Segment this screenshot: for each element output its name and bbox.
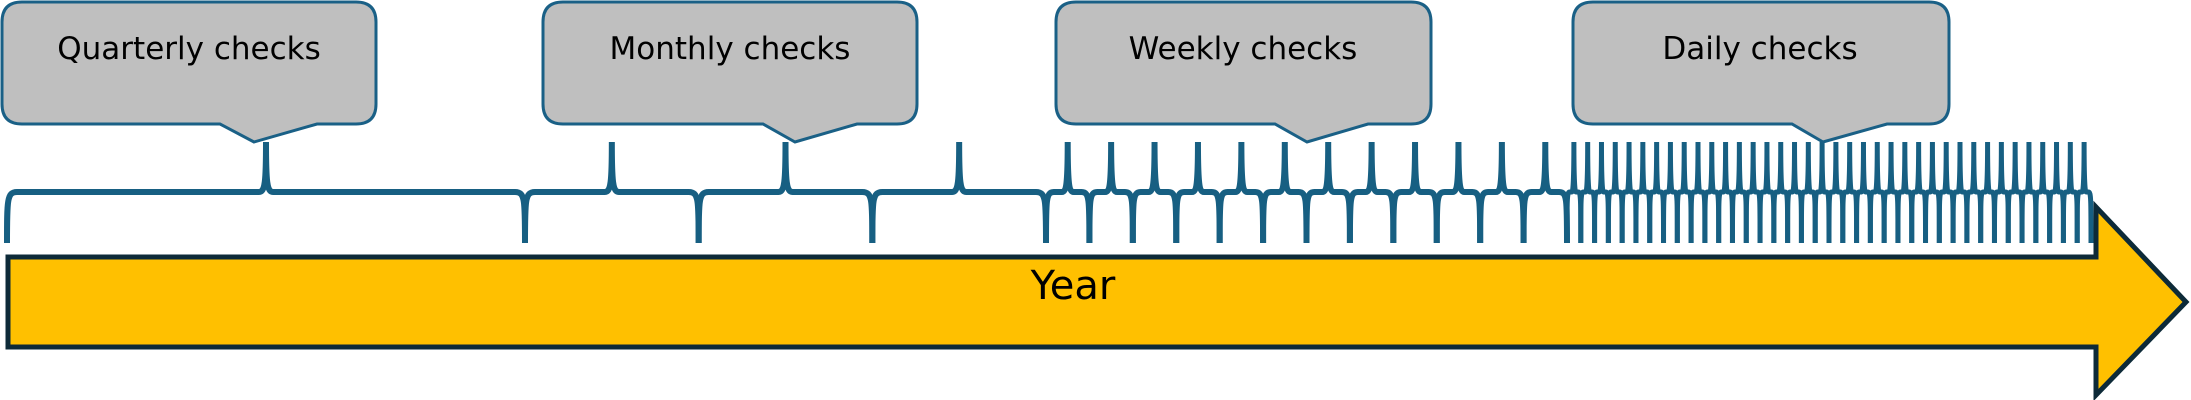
weekly-brace	[1129, 141, 1180, 244]
callout-weekly: Weekly checks	[1054, 0, 1433, 144]
weekly-brace	[1433, 141, 1484, 244]
callout-quarterly: Quarterly checks	[0, 0, 378, 144]
monthly-brace	[695, 141, 876, 244]
weekly-brace	[1043, 141, 1093, 244]
callout-monthly-label: Monthly checks	[610, 31, 851, 67]
callout-monthly: Monthly checks	[541, 0, 919, 144]
monthly-brace	[869, 141, 1049, 244]
callout-quarterly-shape	[0, 0, 378, 144]
callout-daily-shape	[1571, 0, 1951, 144]
callout-quarterly-label: Quarterly checks	[57, 31, 321, 67]
braces-daily	[1564, 141, 2094, 244]
braces-quarterly	[4, 141, 528, 244]
year-arrow: Year	[5, 200, 2190, 400]
weekly-brace	[1390, 141, 1440, 244]
monthly-brace	[522, 141, 702, 244]
callout-weekly-label: Weekly checks	[1129, 31, 1358, 67]
weekly-brace	[1173, 141, 1223, 244]
weekly-brace	[1260, 141, 1310, 244]
callout-monthly-shape	[541, 0, 919, 144]
weekly-brace	[1477, 141, 1527, 244]
weekly-brace	[1303, 141, 1353, 244]
braces-weekly	[1043, 141, 1570, 244]
weekly-brace	[1086, 141, 1136, 244]
weekly-brace	[1520, 141, 1570, 244]
callout-daily-label: Daily checks	[1662, 31, 1857, 67]
daily-brace	[2074, 141, 2094, 244]
braces-monthly	[522, 141, 1049, 244]
weekly-brace	[1216, 141, 1267, 244]
brace-groups	[4, 141, 2094, 244]
callout-daily: Daily checks	[1571, 0, 1951, 144]
quarterly-brace	[4, 141, 528, 244]
year-arrow-shape	[5, 200, 2190, 400]
callout-weekly-shape	[1054, 0, 1433, 144]
weekly-brace	[1346, 141, 1397, 244]
year-label: Year	[1030, 263, 1116, 309]
